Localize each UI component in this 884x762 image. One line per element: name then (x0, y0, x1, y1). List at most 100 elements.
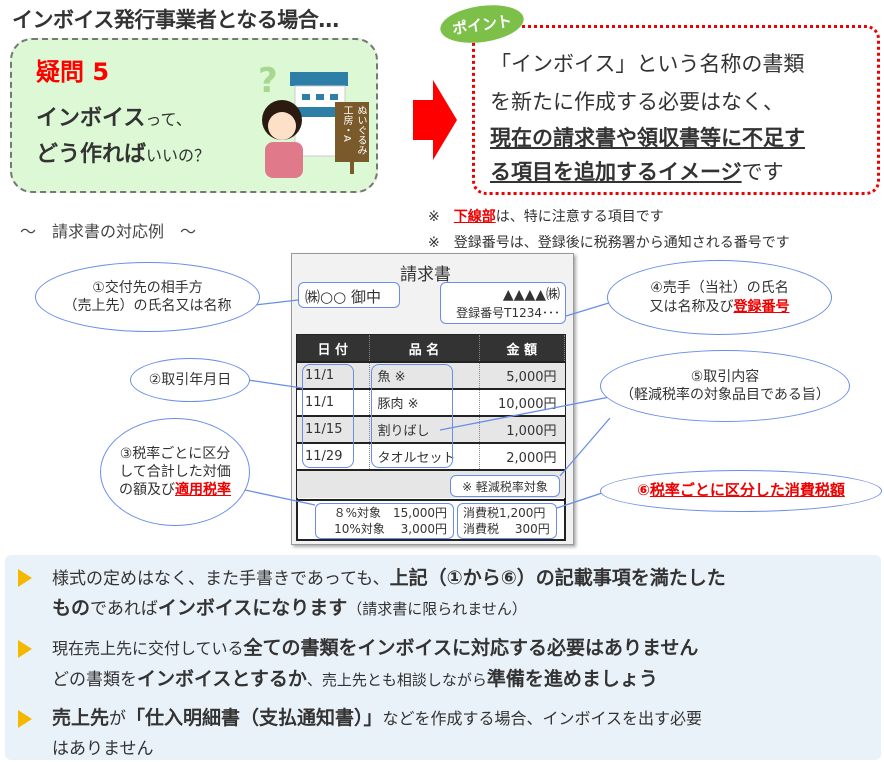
note-text: 登録番号は、登録後に税務署から通知される番号です (453, 235, 790, 251)
t-bold: 準備を進めましょう (486, 668, 658, 690)
point-line-3: 現在の請求書や領収書等に不足す (490, 126, 805, 150)
point-line-4-rest: です (741, 160, 784, 184)
t: （請求書に限られません） (347, 600, 527, 618)
t-bold: 売上先 (52, 707, 110, 729)
shop-sign: ぬいぐるみ工房・A (341, 105, 366, 155)
callout-6-num: ⑥ (637, 481, 650, 500)
point-line-1: 「インボイス」という名称の書類 (490, 52, 805, 76)
callout-4-red: 登録番号 (733, 298, 790, 315)
row-item: 豚肉 ※ (369, 388, 480, 416)
row-amount: 1,000円 (479, 415, 565, 443)
callout-1-line1: ①交付先の相手方 (92, 279, 203, 296)
invoice-issuer: ▲▲▲▲㈱登録番号T1234･･･ (440, 282, 566, 324)
callout-4-line1: ④売手（当社）の氏名 (650, 280, 789, 297)
t: どの書類を (52, 670, 137, 690)
bullet-2-line2: どの書類をインボイスとするか、売上先とも相談しながら準備を進めましょう (52, 664, 658, 691)
row-item: タオルセット (369, 442, 480, 470)
callout-2: ②取引年月日 (130, 358, 250, 402)
t-bold: 上記（①から⑥）の記載事項を満たした (389, 567, 726, 589)
t: などを作成する場合、インボイスを出す必要 (382, 709, 703, 728)
total-10: 10%対象 3,000円 (334, 522, 447, 537)
total-8: ８%対象 15,000円 (333, 506, 447, 520)
note-red: 下線部 (453, 209, 496, 225)
svg-text:?: ? (258, 61, 278, 101)
note-2: ※ 登録番号は、登録後に税務署から通知される番号です (428, 232, 790, 252)
point-line-2: を新たに作成する必要はなく、 (490, 90, 784, 114)
t-bold: もの (52, 597, 91, 619)
point-box (472, 25, 880, 195)
callout-4-text: 又は名称及び (649, 298, 734, 315)
question-number: 疑問 5 (36, 58, 110, 86)
reduced-rate-note: ※ 軽減税率対象 (450, 475, 560, 497)
row-date: 11/15 (297, 415, 370, 443)
t-bold: インボイスになります (157, 597, 348, 619)
bullet-1-line2: ものであればインボイスになります（請求書に限られません） (52, 593, 527, 620)
callout-3-line1: ③税率ごとに区分 (119, 445, 231, 462)
row-date: 11/29 (297, 442, 370, 470)
t: 現在売上先に交付している (52, 639, 244, 658)
t: 、売上先とも相談しながら (306, 671, 487, 689)
bullet-3-line2: はありません (52, 739, 154, 759)
row-item: 魚 ※ (369, 361, 480, 389)
header-date: 日 付 (297, 335, 370, 362)
point-line-4: る項目を追加するイメージです (490, 156, 784, 186)
callout-5-line1: ⑤取引内容 (690, 368, 760, 385)
example-label: 〜 請求書の対応例 〜 (20, 222, 197, 241)
q2-bold: どう作れば (36, 142, 147, 167)
callout-1: ①交付先の相手方 （売上先）の氏名又は名称 (35, 262, 260, 332)
page-title: インボイス発行事業者となる場合… (12, 8, 339, 32)
q1-bold: インボイス (36, 106, 146, 131)
t: 様式の定めはなく、また手書きであっても、 (52, 569, 390, 589)
item-highlight (371, 364, 453, 468)
row-date: 11/1 (297, 388, 370, 416)
callout-3-line2: して合計した対価 (119, 463, 231, 480)
row-amount: 10,000円 (479, 388, 565, 416)
callout-3-red: 適用税率 (175, 482, 231, 499)
bullet-triangle-icon (18, 569, 32, 587)
t-bold: 全ての書類をインボイスに対応する必要はありません (243, 637, 699, 659)
point-line-4-underlined: る項目を追加するイメージ (490, 160, 742, 184)
callout-5-line2: （軽減税率の対象品目である旨） (620, 387, 830, 403)
tax-8: 消費税1,200円 (463, 506, 546, 520)
callout-6: ⑥税率ごとに区分した消費税額 (600, 470, 882, 512)
date-highlight (302, 364, 354, 468)
note-mark: ※ (428, 235, 440, 251)
bullet-triangle-icon (18, 710, 32, 728)
note-rest: は、特に注意する項目です (495, 209, 664, 225)
callout-1-line2: （売上先）の氏名又は名称 (63, 298, 232, 314)
question-line-2: どう作ればいいの？ (36, 136, 210, 168)
bullet-1-line1: 様式の定めはなく、また手書きであっても、上記（①から⑥）の記載事項を満たした (52, 563, 726, 590)
callout-3: ③税率ごとに区分して合計した対価の額及び適用税率 (100, 418, 250, 526)
callout-5: ⑤取引内容 （軽減税率の対象品目である旨） (600, 350, 850, 422)
invoice-title: 請求書 (400, 265, 451, 285)
note-1: ※ 下線部は、特に注意する項目です (428, 206, 664, 226)
bullet-triangle-icon (18, 640, 32, 658)
header-amount: 金 額 (479, 335, 565, 362)
callout-6-red: 税率ごとに区分した消費税額 (649, 481, 845, 500)
question-line-1: インボイスって、 (36, 100, 192, 132)
issuer-name: ▲▲▲▲㈱ (502, 287, 560, 303)
q1-rest: って、 (145, 110, 192, 129)
t-bold: インボイスとするか (137, 668, 307, 690)
person-shop-illustration: ? (258, 61, 369, 178)
bullet-3-line1: 売上先が「仕入明細書（支払通知書）」などを作成する場合、インボイスを出す必要 (52, 703, 702, 730)
t: が (109, 709, 127, 729)
callout-3-line3: の額及び適用税率 (119, 481, 231, 499)
q2-rest: いいの？ (146, 146, 211, 165)
header-item: 品 名 (369, 335, 480, 362)
t-bold: 「仕入明細書（支払通知書）」 (126, 707, 383, 729)
totals-divider (297, 499, 565, 501)
callout-4: ④売手（当社）の氏名又は名称及び登録番号 (607, 260, 832, 335)
registration-number: 登録番号T1234･･･ (456, 306, 560, 321)
invoice-recipient: ㈱○○ 御中 (298, 282, 400, 308)
tax-amounts: 消費税1,200円消費税 300円 (457, 503, 557, 539)
note-mark: ※ (428, 209, 440, 225)
bullet-2-line1: 現在売上先に交付している全ての書類をインボイスに対応する必要はありません (52, 633, 698, 660)
summary-panel (5, 555, 881, 760)
t: であれば (90, 599, 158, 619)
totals-by-rate: ８%対象 15,000円 10%対象 3,000円 (315, 503, 454, 539)
right-arrow-icon (413, 80, 457, 160)
row-amount: 5,000円 (479, 361, 565, 389)
